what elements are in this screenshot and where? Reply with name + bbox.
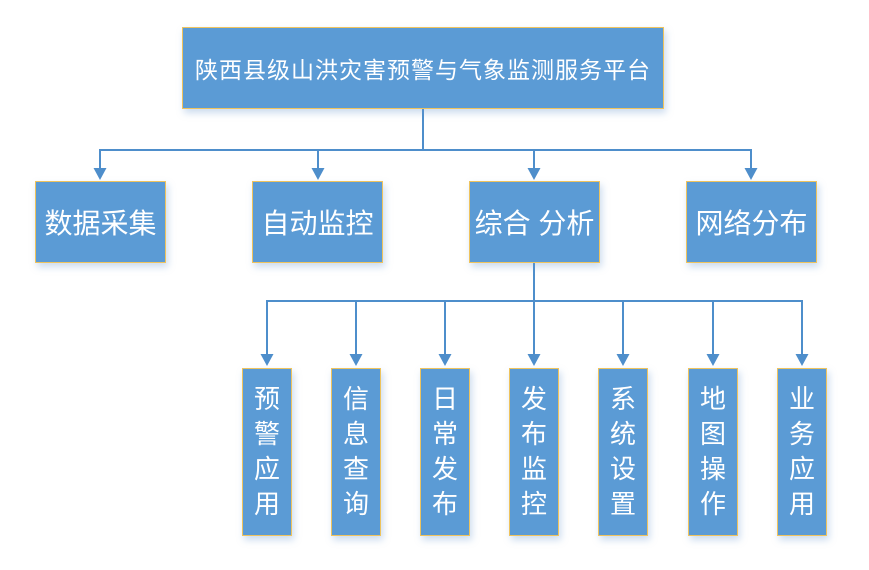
release-monitoring-label: 发布监控 <box>520 384 547 519</box>
arrow-down-icon <box>744 168 758 180</box>
arrow-down-icon <box>260 354 274 366</box>
daily-release-label: 日常发布 <box>431 384 458 519</box>
data-collection-node: 数据采集 <box>35 181 166 263</box>
arrow-down-icon <box>527 354 541 366</box>
network-distribution-node: 网络分布 <box>686 181 817 263</box>
business-application-node: 业务应用 <box>777 368 827 536</box>
arrow-down-icon <box>706 354 720 366</box>
arrow-down-icon <box>311 168 325 180</box>
comprehensive-analysis-label: 综合 分析 <box>474 208 595 239</box>
release-monitoring-node: 发布监控 <box>509 368 559 536</box>
warning-application-node: 预警应用 <box>242 368 292 536</box>
network-distribution-label: 网络分布 <box>695 208 808 239</box>
arrow-down-icon <box>438 354 452 366</box>
daily-release-node: 日常发布 <box>420 368 470 536</box>
arrow-down-icon <box>795 354 809 366</box>
platform-title-label: 陕西县级山洪灾害预警与气象监测服务平台 <box>195 57 651 83</box>
arrow-down-icon <box>616 354 630 366</box>
comprehensive-analysis-node: 综合 分析 <box>469 181 600 263</box>
arrow-down-icon <box>527 168 541 180</box>
system-settings-node: 系统设置 <box>598 368 648 536</box>
business-application-label: 业务应用 <box>788 384 815 519</box>
level2-connector <box>260 263 809 366</box>
warning-application-label: 预警应用 <box>253 384 280 519</box>
platform-title-node: 陕西县级山洪灾害预警与气象监测服务平台 <box>182 27 664 109</box>
level1-connector <box>93 109 758 180</box>
arrow-down-icon <box>93 168 107 180</box>
arrow-down-icon <box>349 354 363 366</box>
auto-monitoring-label: 自动监控 <box>261 208 374 239</box>
system-settings-label: 系统设置 <box>609 384 636 519</box>
map-operation-label: 地图操作 <box>699 384 726 519</box>
info-query-label: 信息查询 <box>342 384 369 519</box>
auto-monitoring-node: 自动监控 <box>252 181 383 263</box>
map-operation-node: 地图操作 <box>688 368 738 536</box>
info-query-node: 信息查询 <box>331 368 381 536</box>
data-collection-label: 数据采集 <box>44 208 157 239</box>
